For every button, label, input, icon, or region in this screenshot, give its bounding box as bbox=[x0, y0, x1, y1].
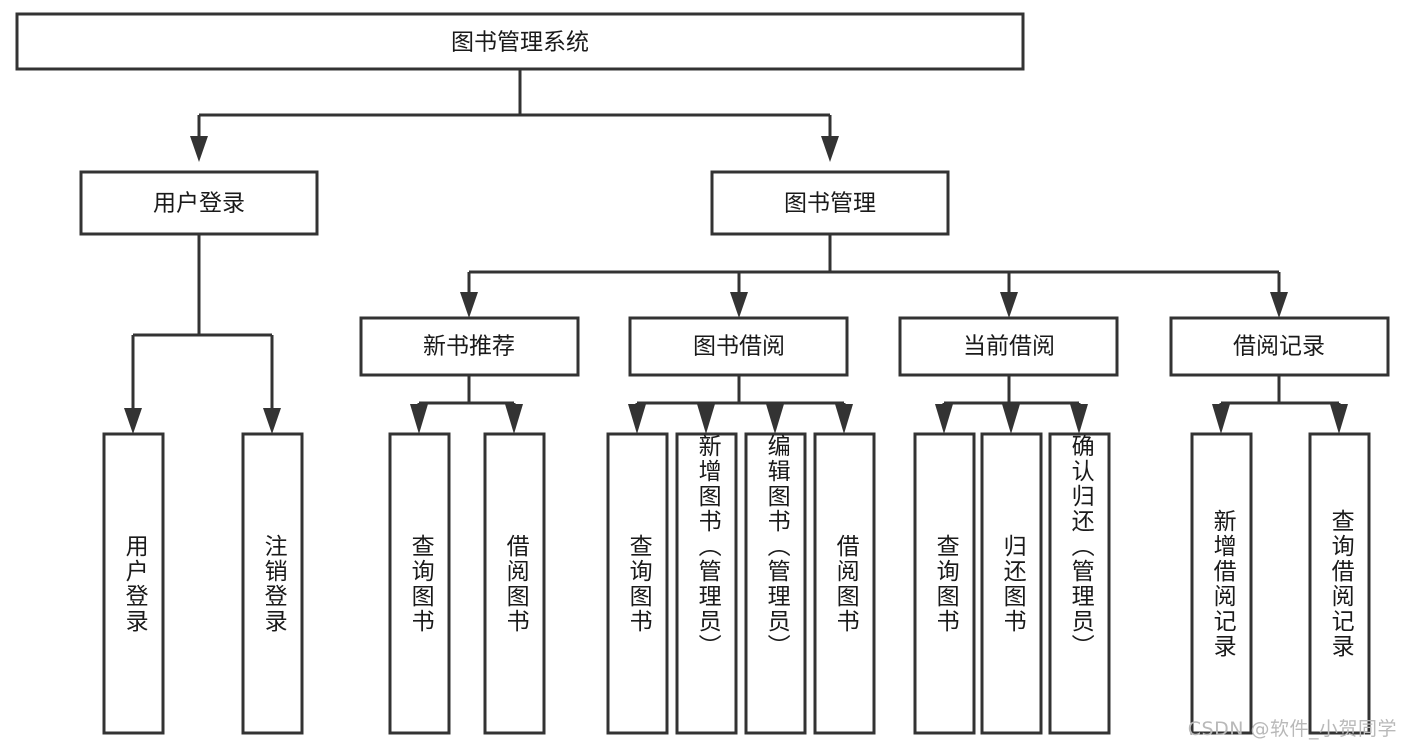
connector-new-book-rec-to-leaves bbox=[410, 375, 523, 434]
arrow-head-current-borrow bbox=[1000, 292, 1018, 318]
arrow-head-book-borrow bbox=[730, 292, 748, 318]
leaf-add-record-box[interactable] bbox=[1190, 432, 1253, 735]
leaf-return-book-box[interactable] bbox=[980, 432, 1043, 735]
arrow-head-leaf-borrow-book-1 bbox=[505, 404, 523, 434]
node-book-borrow-label: 图书借阅 bbox=[693, 334, 785, 360]
connector-book-borrow-to-leaves bbox=[628, 375, 853, 434]
connector-book-manage-to-level3 bbox=[460, 234, 1288, 318]
leaf-borrow-book-1-box[interactable] bbox=[483, 432, 546, 735]
arrow-head-leaf-query-book-2 bbox=[628, 404, 646, 434]
leaf-confirm-return-box[interactable] bbox=[1048, 432, 1111, 735]
connector-user-login-to-leaves bbox=[124, 234, 281, 434]
node-new-book-rec-label: 新书推荐 bbox=[423, 334, 515, 360]
arrow-head-leaf-add-record bbox=[1212, 404, 1230, 434]
node-current-borrow-label: 当前借阅 bbox=[963, 334, 1055, 360]
connector-root-to-level2 bbox=[190, 69, 839, 162]
arrow-head-new-book-rec bbox=[460, 292, 478, 318]
arrow-head-leaf-edit-book bbox=[766, 404, 784, 434]
arrow-head-leaf-logout bbox=[263, 408, 281, 434]
node-root-label: 图书管理系统 bbox=[451, 30, 589, 56]
csdn-watermark: CSDN @软件_小贺同学 bbox=[1187, 718, 1397, 740]
leaf-edit-book-box[interactable] bbox=[744, 432, 807, 735]
node-book-borrow-box bbox=[628, 316, 849, 377]
node-borrow-record-label: 借阅记录 bbox=[1233, 334, 1325, 360]
arrow-head-leaf-query-book-1 bbox=[410, 404, 428, 434]
leaf-add-book-box[interactable] bbox=[675, 432, 738, 735]
connector-borrow-record-to-leaves bbox=[1212, 375, 1348, 434]
arrow-head-book-manage bbox=[821, 136, 839, 162]
node-current-borrow[interactable]: 当前借阅 bbox=[898, 316, 1119, 377]
arrow-head-leaf-query-record bbox=[1330, 404, 1348, 434]
arrow-head-borrow-record bbox=[1270, 292, 1288, 318]
arrow-head-leaf-borrow-book-2 bbox=[835, 404, 853, 434]
arrow-head-leaf-confirm-return bbox=[1070, 404, 1088, 434]
arrow-head-leaf-add-book bbox=[697, 404, 715, 434]
node-new-book-rec-box bbox=[359, 316, 580, 377]
node-current-borrow-box bbox=[898, 316, 1119, 377]
arrow-head-user-login bbox=[190, 136, 208, 162]
node-book-manage-box bbox=[710, 170, 950, 236]
leaf-borrow-book-2-box[interactable] bbox=[813, 432, 876, 735]
leaf-query-record-box[interactable] bbox=[1308, 432, 1371, 735]
node-root-box bbox=[15, 12, 1025, 71]
leaf-logout-box[interactable] bbox=[241, 432, 304, 735]
node-book-borrow[interactable]: 图书借阅 bbox=[628, 316, 849, 377]
node-root[interactable]: 图书管理系统 bbox=[15, 12, 1025, 71]
leaf-query-book-1-box[interactable] bbox=[388, 432, 451, 735]
node-new-book-rec[interactable]: 新书推荐 bbox=[359, 316, 580, 377]
leaf-query-book-2-box[interactable] bbox=[606, 432, 669, 735]
arrow-head-leaf-return-book bbox=[1002, 404, 1020, 434]
node-user-login-label: 用户登录 bbox=[153, 191, 245, 217]
node-borrow-record-box bbox=[1169, 316, 1390, 377]
node-borrow-record[interactable]: 借阅记录 bbox=[1169, 316, 1390, 377]
leaf-query-book-3-box[interactable] bbox=[913, 432, 976, 735]
arrow-head-leaf-user-login bbox=[124, 408, 142, 434]
node-book-manage-label: 图书管理 bbox=[784, 191, 876, 217]
node-book-manage[interactable]: 图书管理 bbox=[710, 170, 950, 236]
connector-current-borrow-to-leaves bbox=[935, 375, 1088, 434]
leaf-user-login-box[interactable] bbox=[102, 432, 165, 735]
arrow-head-leaf-query-book-3 bbox=[935, 404, 953, 434]
node-user-login[interactable]: 用户登录 bbox=[79, 170, 319, 236]
